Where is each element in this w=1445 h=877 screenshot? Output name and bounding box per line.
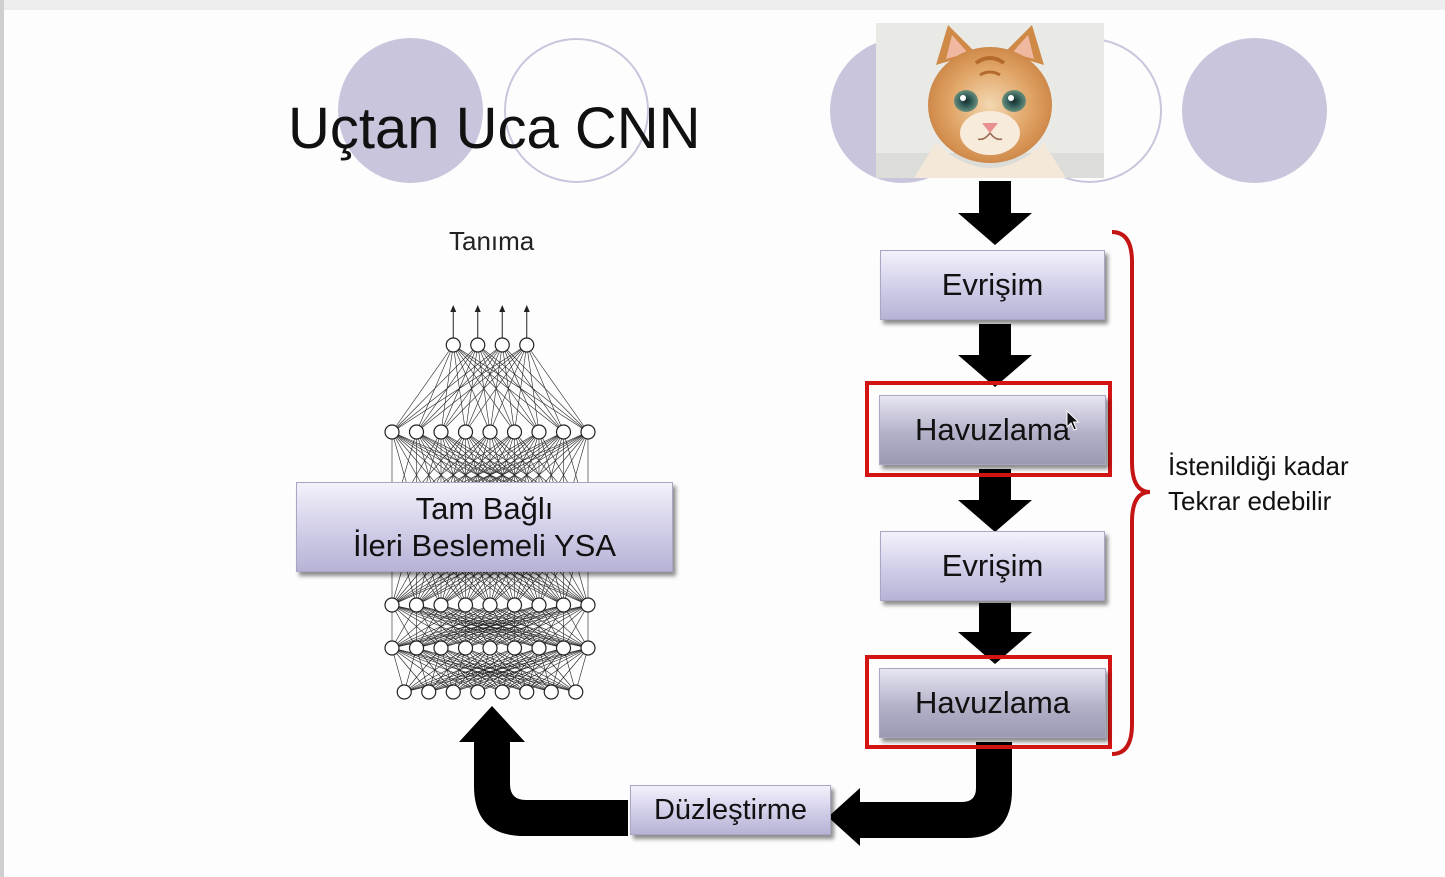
network-node <box>494 684 510 700</box>
network-node <box>457 597 474 613</box>
decor-circle <box>338 38 483 183</box>
network-node <box>580 424 596 440</box>
network-node <box>445 337 461 353</box>
flatten-block: Düzleştirme <box>630 785 831 835</box>
highlight-box <box>865 655 1112 749</box>
convolution-label: Evrişim <box>941 267 1044 302</box>
network-node <box>482 597 498 613</box>
convolution-label: Evrişim <box>941 548 1044 583</box>
pooling-label: Havuzlama <box>914 412 1071 447</box>
network-node <box>531 597 547 613</box>
decor-ring <box>504 38 649 183</box>
repeat-note-line1: İstenildiği kadar <box>1168 451 1349 481</box>
brace-icon <box>1111 230 1151 756</box>
down-arrow-icon <box>958 469 1032 532</box>
network-node <box>543 684 559 700</box>
network-node <box>433 597 449 613</box>
network-node <box>506 640 523 656</box>
recognition-label: Tanıma <box>449 226 535 256</box>
network-node <box>408 640 425 656</box>
network-node <box>408 424 425 440</box>
network-node <box>482 640 498 656</box>
network-node <box>494 337 510 353</box>
repeat-note-line2: Tekrar edebilir <box>1168 486 1332 516</box>
top-border <box>0 0 1445 10</box>
highlight-box <box>865 381 1112 477</box>
network-node <box>580 597 596 613</box>
output-arrow-icon <box>499 305 506 338</box>
network-node <box>421 684 437 700</box>
network-node <box>555 597 572 613</box>
input-cat-image <box>876 23 1104 178</box>
network-node <box>470 684 486 700</box>
pooling-label: Havuzlama <box>914 685 1071 720</box>
down-arrow-icon <box>958 181 1032 245</box>
network-node <box>580 640 596 656</box>
convolution-block-2: Evrişim <box>880 531 1105 601</box>
network-node <box>396 684 412 700</box>
network-node <box>433 424 449 440</box>
page-title: Uçtan Uca CNN <box>288 96 701 161</box>
network-node <box>568 684 584 700</box>
down-arrow-icon <box>958 603 1032 664</box>
pooling-block-1: Havuzlama <box>879 395 1106 465</box>
network-node <box>384 424 400 440</box>
convolution-block-1: Evrişim <box>880 250 1105 320</box>
network-node <box>445 684 461 700</box>
network-node <box>433 640 449 656</box>
curved-arrow-icon <box>459 706 628 836</box>
network-node <box>519 337 535 353</box>
output-arrow-icon <box>450 305 457 338</box>
network-node <box>555 424 572 440</box>
left-border <box>0 0 4 877</box>
network-node <box>531 424 547 440</box>
pooling-block-2: Havuzlama <box>879 668 1106 738</box>
network-node <box>519 684 535 700</box>
fc-line1: Tam Bağlı <box>415 491 554 526</box>
network-node <box>470 337 486 353</box>
output-arrow-icon <box>523 305 530 338</box>
network-node <box>457 424 474 440</box>
network-node <box>506 424 523 440</box>
network-node <box>408 597 425 613</box>
network-node <box>555 640 572 656</box>
network-node <box>384 640 400 656</box>
network-node <box>384 597 400 613</box>
network-node <box>506 597 523 613</box>
repeat-note: İstenildiği kadar Tekrar edebilir <box>1168 449 1349 519</box>
output-arrow-icon <box>474 305 481 338</box>
decor-circle <box>1182 38 1327 183</box>
flatten-label: Düzleştirme <box>653 793 808 826</box>
fc-line2: İleri Beslemeli YSA <box>352 528 617 563</box>
network-node <box>457 640 474 656</box>
network-node <box>531 640 547 656</box>
curved-arrow-icon <box>828 742 1012 846</box>
fully-connected-block: Tam Bağlı İleri Beslemeli YSA <box>296 482 673 572</box>
network-node <box>482 424 498 440</box>
down-arrow-icon <box>958 324 1032 387</box>
mouse-cursor-icon <box>1066 410 1080 431</box>
